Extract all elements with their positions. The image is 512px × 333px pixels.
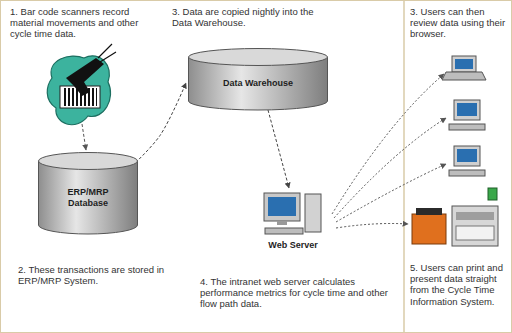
laptop-base [442, 72, 486, 80]
server-icon [262, 190, 324, 238]
node-label: Web Server [252, 240, 334, 250]
client-arrow [336, 224, 408, 229]
tower [305, 194, 321, 232]
step-note: 3. Users can then review data using thei… [410, 6, 506, 40]
scanner-gun [66, 58, 104, 96]
desktop-icon [449, 100, 485, 130]
step-note: 5. Users can print and present data stra… [410, 262, 506, 307]
laptop-screen [452, 56, 476, 72]
desktop-icon [449, 146, 485, 176]
panel-divider [403, 0, 405, 333]
desktop-base [449, 124, 485, 130]
cylinder-body [39, 161, 138, 234]
node-text-wrap: ERP/MRP Database [53, 152, 123, 208]
scan-arrow [82, 124, 86, 150]
stand [277, 221, 287, 225]
step-note: 2. These transactions are stored in ERP/… [18, 264, 180, 286]
laptop-icon [442, 56, 486, 80]
printer-icon [412, 188, 498, 246]
desktop-display [457, 103, 477, 116]
step-note: 3. Data are copied nightly into the Data… [172, 6, 334, 28]
printer-top [416, 208, 442, 215]
copier-drawer [456, 226, 494, 240]
node-text-wrap: Data Warehouse [198, 48, 318, 89]
database-cylinder: ERP/MRP Database [38, 152, 138, 234]
monitor [264, 193, 300, 221]
scanner-icon [47, 44, 116, 125]
green-device [488, 188, 497, 200]
client-arrow [336, 164, 446, 222]
cylinder-top [39, 153, 138, 170]
client-arrow [332, 74, 444, 214]
keyboard [265, 228, 303, 234]
database-cylinder: Data Warehouse [188, 48, 328, 110]
cylinder-top [189, 49, 328, 66]
step-note: 1. Bar code scanners record material mov… [10, 6, 162, 40]
desktop-monitor [454, 146, 480, 166]
client-arrow [334, 118, 446, 218]
client-arrows [332, 74, 446, 228]
flow-arrow [132, 83, 186, 166]
copier-tray [456, 212, 494, 220]
laptop-display [455, 59, 473, 69]
scan-rays [98, 44, 116, 62]
server-node: Web Server [252, 190, 334, 250]
desktop-base [449, 170, 485, 176]
screen [268, 197, 296, 216]
scanner-blob [47, 56, 110, 125]
node-label: ERP/MRP Database [53, 187, 123, 208]
printer-body [412, 214, 446, 244]
flow-arrow [268, 110, 289, 188]
step-note: 4. The intranet web server calculates pe… [200, 276, 396, 310]
desktop-monitor [454, 100, 480, 120]
copier-body [452, 206, 498, 246]
desktop-display [457, 149, 477, 162]
node-label: Data Warehouse [198, 78, 318, 88]
